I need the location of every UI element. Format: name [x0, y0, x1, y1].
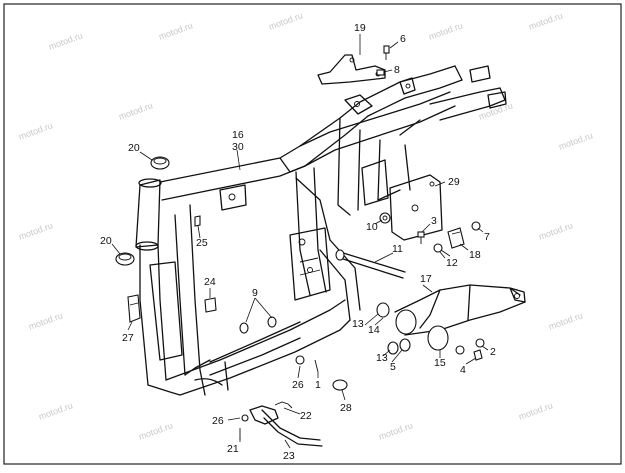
part-25-clip [194, 215, 201, 227]
part-22-23-kickstand [239, 401, 323, 447]
callout-11: 11 [392, 243, 403, 255]
callout-18: 18 [469, 249, 481, 261]
part-17-swingarm [394, 284, 526, 351]
part-27-bracket [127, 294, 141, 323]
part-26-1-28-bottom [295, 355, 348, 391]
callout-10: 10 [366, 221, 378, 233]
part-6-screw [383, 45, 390, 60]
callout-1: 1 [315, 379, 321, 391]
part-20-lower-grommet [115, 252, 135, 266]
part-2-15-4-hardware [455, 338, 485, 361]
callout-21: 21 [227, 443, 239, 455]
callout-22: 22 [300, 410, 312, 422]
callout-27: 27 [122, 332, 134, 344]
callout-labels: 19 6 8 16 30 20 20 29 10 3 7 25 11 12 18… [100, 22, 496, 462]
part-9-clamps [239, 316, 277, 334]
callout-26-lower: 26 [212, 415, 224, 427]
part-12-bolt [433, 243, 451, 257]
diagram-border [3, 3, 622, 465]
callout-3: 3 [431, 215, 437, 227]
callout-20-lower: 20 [100, 235, 112, 247]
callout-4: 4 [460, 364, 466, 376]
part-3-screw [417, 231, 425, 244]
callout-29: 29 [448, 176, 460, 188]
callout-7: 7 [484, 231, 490, 243]
callout-16: 16 [232, 129, 244, 141]
callout-13-upper: 13 [352, 318, 364, 330]
callout-30: 30 [232, 141, 244, 153]
callout-2: 2 [490, 346, 496, 358]
motorcycle-frame [135, 65, 507, 396]
callout-5: 5 [390, 361, 396, 373]
callout-13-lower: 13 [376, 352, 388, 364]
part-18-bracket [447, 227, 465, 249]
part-20-upper-grommet [150, 156, 170, 170]
part-10-grommet [379, 212, 391, 224]
callout-23: 23 [283, 450, 295, 462]
callout-15: 15 [434, 357, 446, 369]
leader-lines [111, 34, 489, 449]
callout-14: 14 [368, 324, 380, 336]
callout-12: 12 [446, 257, 458, 269]
part-29-plate [389, 174, 443, 241]
part-8-nut [376, 69, 385, 76]
callout-28: 28 [340, 402, 352, 414]
callout-25: 25 [196, 237, 208, 249]
part-13-14-bushings [376, 302, 411, 355]
callout-26-upper: 26 [292, 379, 304, 391]
callout-20-upper: 20 [128, 142, 140, 154]
callout-8: 8 [394, 64, 400, 76]
callout-6: 6 [400, 33, 406, 45]
callout-17: 17 [420, 273, 432, 285]
callout-24: 24 [204, 276, 216, 288]
callout-19: 19 [354, 22, 366, 34]
callout-9: 9 [252, 287, 258, 299]
part-11-pivot-shaft [335, 249, 406, 279]
part-24-block [204, 297, 217, 313]
